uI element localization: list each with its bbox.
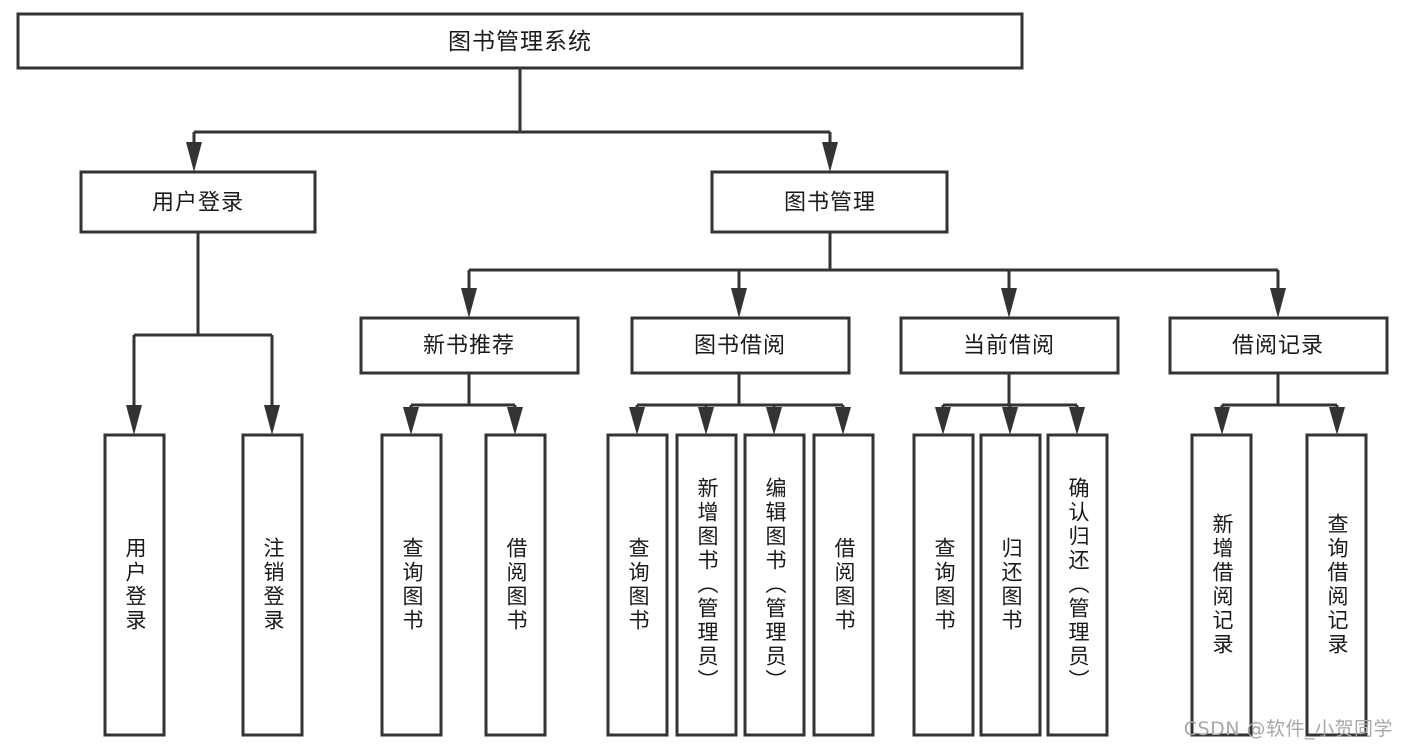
arrow-head-leaf-borrow-book-2 (835, 407, 851, 435)
leaf-query-book-3-box[interactable] (912, 433, 975, 737)
node-book-manage-label: 图书管理 (784, 191, 876, 216)
leaf-add-book-box[interactable] (675, 433, 738, 737)
arrow-head-borrow-record (1270, 288, 1286, 318)
node-borrow-record-box[interactable] (1168, 316, 1389, 375)
arrow-head-leaf-confirm-return (1069, 407, 1085, 435)
node-current-borrow-label: 当前借阅 (963, 334, 1055, 359)
node-root-box[interactable] (16, 12, 1024, 70)
arrow-head-leaf-return-book (1002, 407, 1018, 435)
leaf-borrow-book-2-box[interactable] (812, 433, 875, 737)
arrow-head-leaf-user-logout (264, 405, 280, 435)
arrow-head-current-borrow (1001, 288, 1017, 318)
node-book-borrow-box[interactable] (630, 316, 851, 375)
leaf-boxes-group (103, 433, 1368, 737)
node-root-label: 图书管理系统 (448, 29, 592, 55)
connectors-group (126, 68, 1345, 435)
node-new-book-rec[interactable]: 新书推荐 (359, 316, 580, 375)
arrow-head-book-manage (822, 142, 838, 172)
node-user-login-label: 用户登录 (152, 191, 244, 216)
leaf-edit-book-box[interactable] (743, 433, 806, 737)
arrow-head-leaf-borrow-book-1 (507, 407, 523, 435)
node-book-borrow-label: 图书借阅 (694, 334, 786, 359)
leaf-confirm-return-box[interactable] (1046, 433, 1109, 737)
leaf-user-logout-box[interactable] (241, 433, 304, 737)
node-new-book-rec-box[interactable] (359, 316, 580, 375)
arrow-head-user-login (186, 142, 202, 172)
node-user-login-box[interactable] (79, 170, 317, 234)
leaf-query-book-2-box[interactable] (606, 433, 669, 737)
node-book-manage-box[interactable] (710, 170, 949, 234)
arrow-head-leaf-add-book (698, 407, 714, 435)
leaf-return-book-box[interactable] (979, 433, 1042, 737)
node-root[interactable]: 图书管理系统 (16, 12, 1024, 70)
arrow-head-new-book-rec (461, 288, 477, 318)
node-borrow-record[interactable]: 借阅记录 (1168, 316, 1389, 375)
arrow-head-leaf-user-login (126, 405, 142, 435)
leaf-query-book-1-box[interactable] (380, 433, 443, 737)
watermark-text: CSDN @软件_小贺同学 (1183, 718, 1393, 740)
arrow-head-leaf-edit-book (766, 407, 782, 435)
node-current-borrow-box[interactable] (899, 316, 1120, 375)
arrow-head-leaf-add-record (1214, 407, 1230, 435)
leaf-user-login-box[interactable] (103, 433, 166, 737)
node-new-book-rec-label: 新书推荐 (423, 334, 515, 359)
arrow-head-leaf-query-book-1 (403, 407, 419, 435)
leaf-add-record-box[interactable] (1190, 433, 1253, 737)
arrow-head-leaf-query-book-2 (629, 407, 645, 435)
arrow-head-book-borrow (731, 288, 747, 318)
leaf-borrow-book-1-box[interactable] (484, 433, 547, 737)
node-user-login[interactable]: 用户登录 (79, 170, 317, 234)
leaf-query-record-box[interactable] (1305, 433, 1368, 737)
arrow-head-leaf-query-record (1329, 407, 1345, 435)
node-borrow-record-label: 借阅记录 (1232, 334, 1324, 359)
node-book-borrow[interactable]: 图书借阅 (630, 316, 851, 375)
node-book-manage[interactable]: 图书管理 (710, 170, 949, 234)
node-current-borrow[interactable]: 当前借阅 (899, 316, 1120, 375)
arrow-head-leaf-query-book-3 (935, 407, 951, 435)
